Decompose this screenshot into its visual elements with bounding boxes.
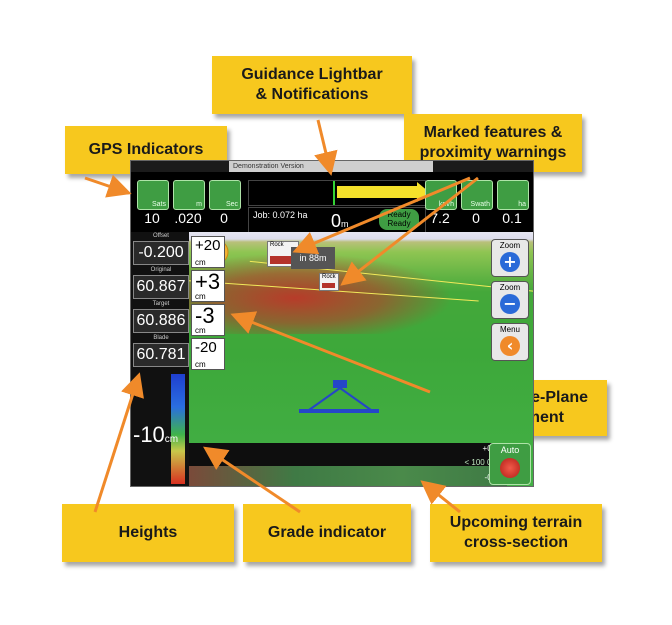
height-caption: Target [152, 301, 170, 307]
height-caption: Blade [153, 335, 169, 341]
height-caption: Offset [153, 233, 169, 239]
ready-status[interactable]: Ready Ready [379, 209, 419, 230]
top-bar: Sats 10 m .020 Sec 0 Job: 0.072 ha 0m Re… [131, 172, 533, 233]
auto-button[interactable]: Auto [489, 443, 531, 485]
lightbar-center-mark [333, 181, 335, 205]
tile-sats[interactable]: Sats 10 [135, 180, 169, 232]
auto-control-icon [500, 458, 520, 478]
area-icon: ha [497, 180, 529, 210]
guidance-lightbar [248, 180, 429, 206]
minus-icon: − [500, 294, 520, 314]
height-original[interactable]: 60.867 [133, 275, 189, 299]
tile-value: 0 [220, 210, 228, 226]
tile-value: 7.2 [430, 210, 450, 226]
height-offset[interactable]: -0.200 [133, 241, 189, 265]
terrain-range: < 100 0m > [464, 458, 505, 467]
tile-swath[interactable]: Swath 0 [459, 180, 493, 232]
tile-value: 10 [144, 210, 160, 226]
job-info: Job: 0.072 ha 0m Ready Ready [248, 207, 426, 233]
rock-marker-far[interactable]: Rock [319, 273, 339, 291]
tile-sec[interactable]: Sec 0 [207, 180, 241, 232]
callout-terrain-section: Upcoming terrain cross-section [430, 504, 602, 562]
tile-value: 0.1 [502, 210, 522, 226]
machine-icon [299, 380, 379, 413]
menu-button[interactable]: Menu ‹ [491, 323, 529, 361]
height-target[interactable]: 60.886 [133, 309, 189, 333]
plus-icon: + [500, 252, 520, 272]
tile-value: 0 [472, 210, 480, 226]
callout-heights: Heights [62, 504, 234, 562]
job-area: Job: 0.072 ha [253, 210, 308, 220]
callout-grade-indicator: Grade indicator [243, 504, 411, 562]
callout-guidance-lightbar: Guidance Lightbar & Notifications [212, 56, 412, 114]
zoom-in-button[interactable]: Zoom + [491, 239, 529, 277]
rock-image [270, 256, 296, 264]
lightbar-indicator [337, 186, 419, 198]
grade-deviation: -10cm [133, 422, 179, 447]
arrow-left-icon: ‹ [500, 336, 520, 356]
height-blade[interactable]: 60.781 [133, 343, 189, 367]
height-caption: Original [150, 267, 172, 273]
heights-panel: Offset -0.200 Original 60.867 Target 60.… [131, 232, 189, 486]
tile-precision[interactable]: m .020 [171, 180, 205, 232]
signal-icon: Sec [209, 180, 241, 210]
distance: 0m [331, 211, 349, 231]
tile-value: .020 [174, 210, 202, 226]
satellite-dish-icon: Sats [137, 180, 169, 210]
swath-icon: Swath [461, 180, 493, 210]
crosshair-icon: m [173, 180, 205, 210]
grade-indicator-bar [171, 374, 185, 484]
zoom-out-button[interactable]: Zoom − [491, 281, 529, 319]
tile-area[interactable]: ha 0.1 [495, 180, 529, 232]
rock-image [322, 283, 335, 288]
